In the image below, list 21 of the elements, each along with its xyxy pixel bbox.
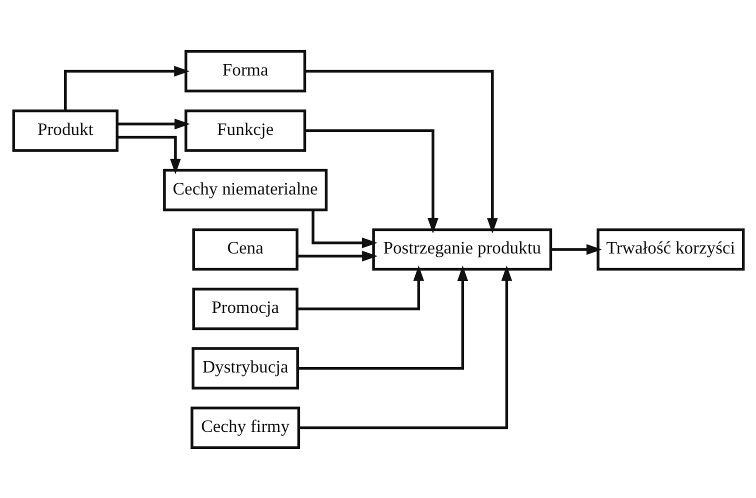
arrow (116, 118, 190, 129)
node-box: Dystrybucja (191, 346, 298, 390)
arrow (116, 135, 180, 174)
node-box: Funkcje (184, 108, 306, 152)
arrow (296, 250, 378, 261)
arrow (550, 244, 602, 254)
arrow (311, 210, 377, 248)
arrow (298, 264, 512, 429)
arrow (296, 264, 424, 310)
node-box: Produkt (12, 108, 118, 152)
arrow (304, 128, 438, 233)
node-box: Trwałość korzyści (596, 228, 744, 270)
node-box: Cechy firmy (190, 406, 300, 448)
arrow (304, 69, 498, 234)
arrow (64, 65, 190, 110)
node-box: Cena (192, 228, 298, 270)
arrow (297, 265, 468, 370)
node-box: Postrzeganie produktu (372, 228, 552, 270)
node-box: Promocja (192, 287, 298, 330)
node-box: Forma (184, 50, 306, 92)
node-box: Cechy niematerialne (162, 168, 328, 211)
